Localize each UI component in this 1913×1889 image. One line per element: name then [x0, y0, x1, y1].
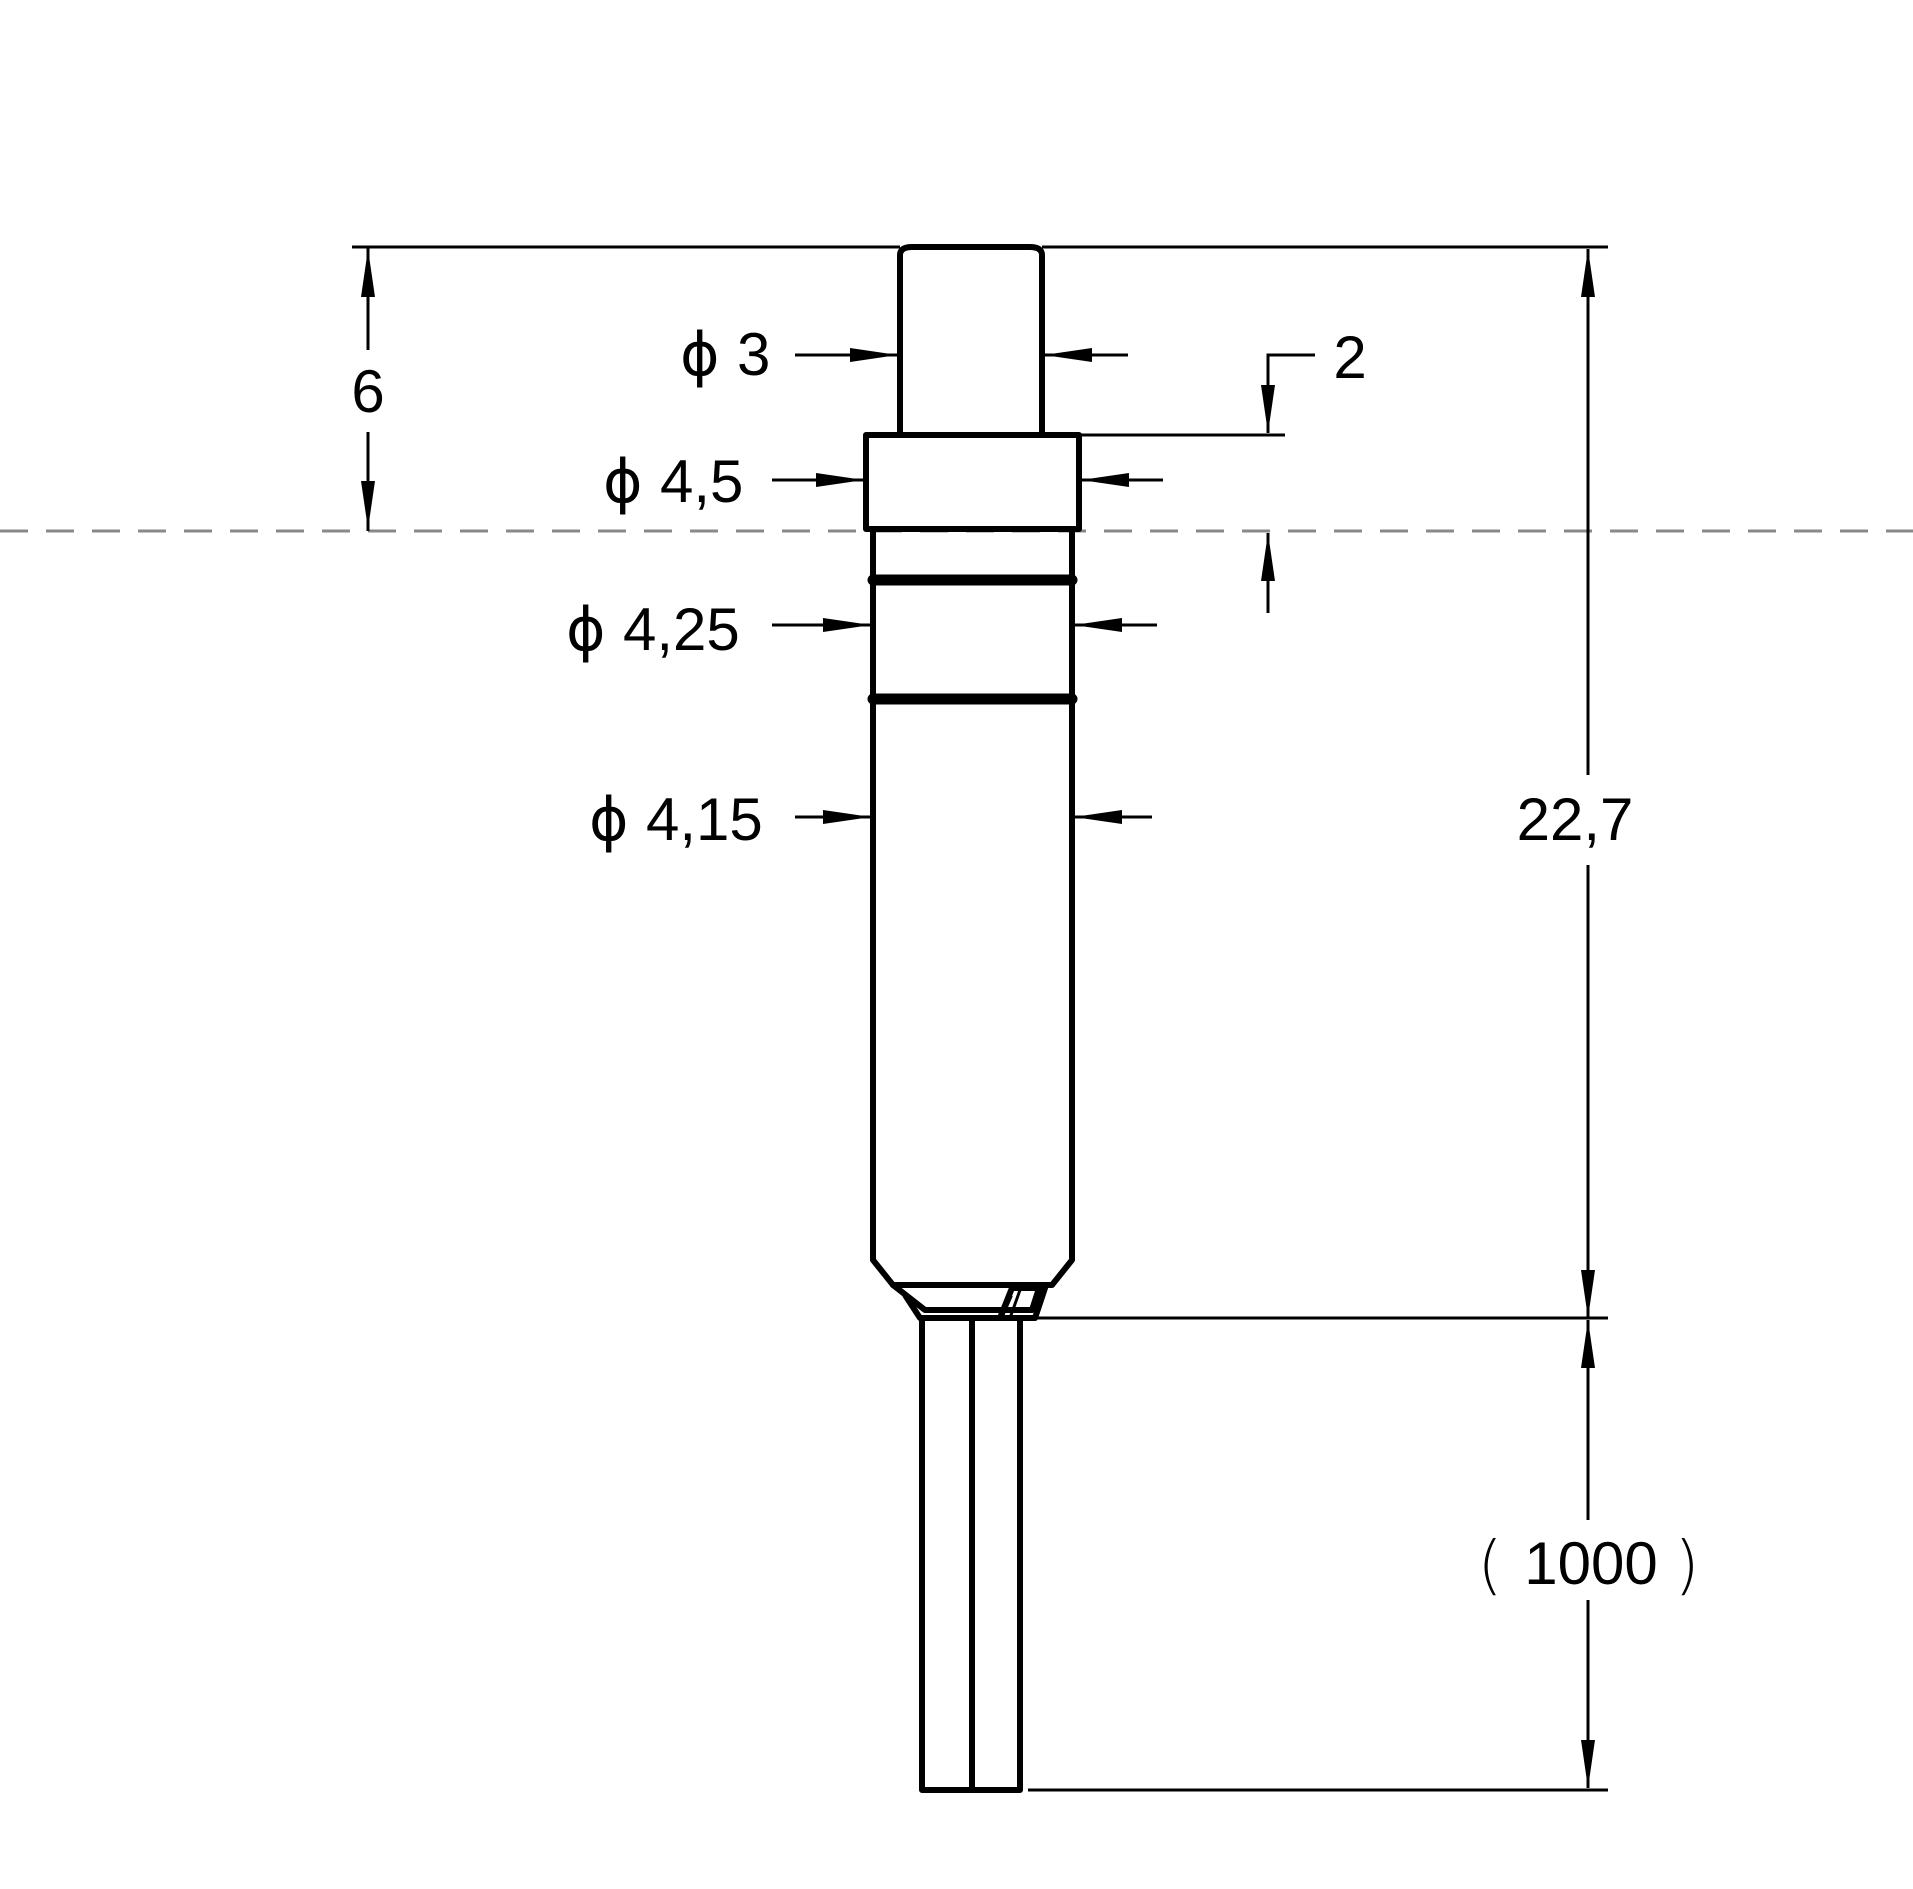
arrowhead [361, 249, 375, 297]
dimension-label-4-25: 4,25 [623, 596, 740, 663]
arrowhead [850, 348, 898, 362]
tip-cylinder [897, 244, 1045, 435]
arrowhead [1581, 249, 1595, 297]
arrowhead [1581, 1270, 1595, 1318]
arrowhead [1581, 1740, 1595, 1788]
dimension-label-3: 3 [737, 321, 770, 388]
dimension-collar-diameter: ϕ 4,5 [603, 447, 1163, 517]
main-body [870, 531, 1075, 1288]
arrowhead [361, 481, 375, 529]
paren-close: ) [1675, 1529, 1700, 1603]
arrowhead [1081, 473, 1129, 487]
dimension-label-6: 6 [351, 358, 384, 425]
dimension-cable-length: ( 1000 ) [1028, 1316, 1700, 1792]
dimension-label-4-15: 4,15 [646, 786, 763, 853]
arrowhead [1261, 385, 1275, 433]
dimension-label-2: 2 [1333, 324, 1366, 391]
arrowhead [1074, 618, 1122, 632]
arrowhead [1261, 533, 1275, 581]
diameter-symbol: ϕ [589, 785, 629, 855]
diameter-symbol: ϕ [566, 595, 606, 665]
part-outline [863, 244, 1082, 1793]
dimension-label-22-7: 22,7 [1517, 786, 1634, 853]
dimension-body-diameter-upper: ϕ 4,25 [566, 595, 1157, 665]
arrowhead [823, 810, 871, 824]
arrowhead [1044, 348, 1092, 362]
cable-clip-split [1008, 1289, 1022, 1319]
dimension-label-1000: 1000 [1524, 1530, 1657, 1597]
paren-open: ( [1478, 1529, 1503, 1603]
arrowhead [816, 473, 864, 487]
cable-left [919, 1315, 975, 1793]
dimension-label-4-5: 4,5 [660, 448, 743, 515]
arrowhead [823, 618, 871, 632]
dimension-overall-length: 22,7 [1042, 245, 1634, 1318]
diameter-symbol: ϕ [603, 447, 643, 517]
dimension-top-length: 6 [351, 245, 900, 531]
dimension-body-diameter-lower: ϕ 4,15 [589, 785, 1152, 855]
arrowhead [1074, 810, 1122, 824]
diameter-symbol: ϕ [680, 320, 720, 390]
cable-bushing [890, 1282, 1043, 1313]
arrowhead [1581, 1320, 1595, 1368]
collar [863, 432, 1082, 532]
dimension-collar-height: 2 [1079, 324, 1367, 613]
cable-right [969, 1315, 1023, 1793]
dimension-tip-diameter: ϕ 3 [680, 320, 1128, 390]
